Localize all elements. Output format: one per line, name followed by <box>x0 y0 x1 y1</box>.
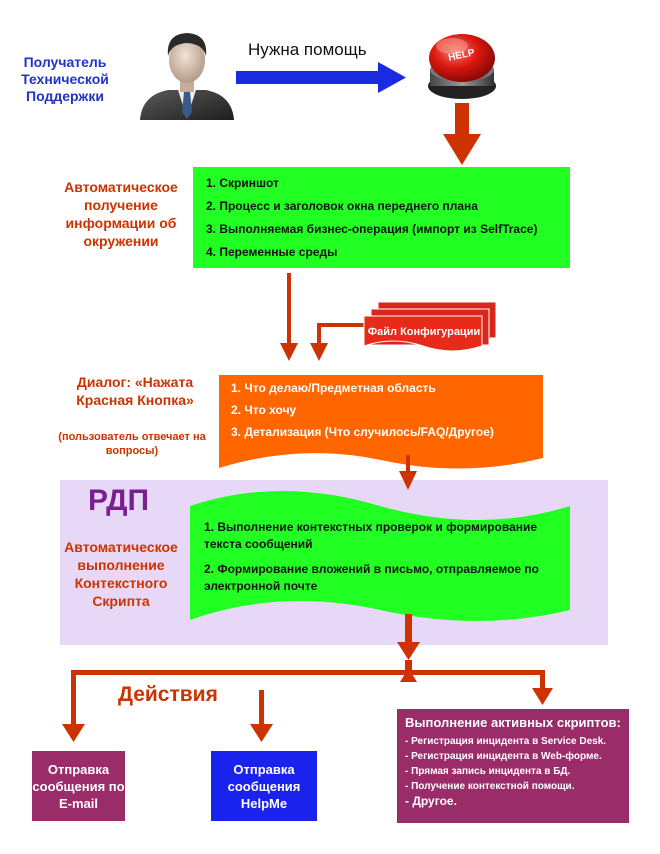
env-info-box <box>193 167 570 268</box>
env-info-label: Автоматическое получение информации об о… <box>64 179 178 249</box>
helpme-action-box: Отправка сообщения HelpMe <box>211 751 317 821</box>
active-script-item: - Получение контекстной помощи. <box>405 781 575 792</box>
email-action-box: Отправка сообщения по E-mail <box>32 751 125 821</box>
env-item: 1. Скриншот <box>206 176 279 190</box>
active-scripts-list: - Регистрация инцидента в Service Desk. … <box>405 734 621 809</box>
dialog-item: 3. Детализация (Что случилось/FAQ/Другое… <box>231 425 494 439</box>
active-scripts-box: Выполнение активных скриптов: - Регистра… <box>397 709 629 823</box>
active-script-item: - Регистрация инцидента в Service Desk. <box>405 736 607 747</box>
rdp-title: РДП <box>88 484 150 517</box>
active-script-item: - Прямая запись инцидента в БД. <box>405 766 571 777</box>
active-scripts-title: Выполнение активных скриптов: <box>405 715 621 730</box>
arrow-help-to-env <box>443 103 481 165</box>
dialog-item: 1. Что делаю/Предметная область <box>231 381 436 395</box>
config-file-stack <box>363 301 497 352</box>
env-item: 2. Процесс и заголовок окна переднего пл… <box>206 199 478 213</box>
config-file-label: Файл Конфигурации <box>367 326 481 338</box>
helpme-action-label: Отправка сообщения HelpMe <box>227 761 301 811</box>
env-info-list: 1. Скриншот 2. Процесс и заголовок окна … <box>206 172 566 264</box>
dialog-list: 1. Что делаю/Предметная область 2. Что х… <box>231 377 541 443</box>
dialog-note: (пользователь отвечает на вопросы) <box>58 431 206 457</box>
script-list: 1. Выполнение контекстных проверок и фор… <box>204 519 564 595</box>
dialog-box <box>219 375 543 469</box>
arrow-env-to-dialog <box>280 273 298 361</box>
env-item: 3. Выполняемая бизнес-операция (импорт и… <box>206 222 538 236</box>
active-script-item: - Другое. <box>405 794 457 808</box>
dialog-item: 2. Что хочу <box>231 403 297 417</box>
env-item: 4. Переменные среды <box>206 245 338 259</box>
dialog-title: Диалог: «Нажата Красная Кнопка» <box>76 374 194 408</box>
script-item: 2. Формирование вложений в письмо, отпра… <box>204 562 539 593</box>
active-script-item: - Регистрация инцидента в Web-форме. <box>405 751 602 762</box>
help-button-icon: HELP <box>428 34 496 99</box>
need-help-label: Нужна помощь <box>248 40 367 59</box>
email-action-label: Отправка сообщения по E-mail <box>32 761 125 811</box>
script-box <box>190 491 570 621</box>
help-button-text: HELP <box>447 47 476 63</box>
arrow-config-to-dialog <box>310 323 367 361</box>
arrow-dialog-to-rdp <box>399 455 417 490</box>
recipient-label: Получатель Технической Поддержки <box>21 54 109 104</box>
script-item: 1. Выполнение контекстных проверок и фор… <box>204 520 538 551</box>
script-label: Автоматическое выполнение Контекстного С… <box>64 539 178 609</box>
need-help-arrow <box>236 62 406 93</box>
actions-connector <box>62 660 553 742</box>
user-icon <box>140 33 234 120</box>
arrow-rdp-to-actions <box>397 614 420 660</box>
actions-label: Действия <box>118 683 218 706</box>
